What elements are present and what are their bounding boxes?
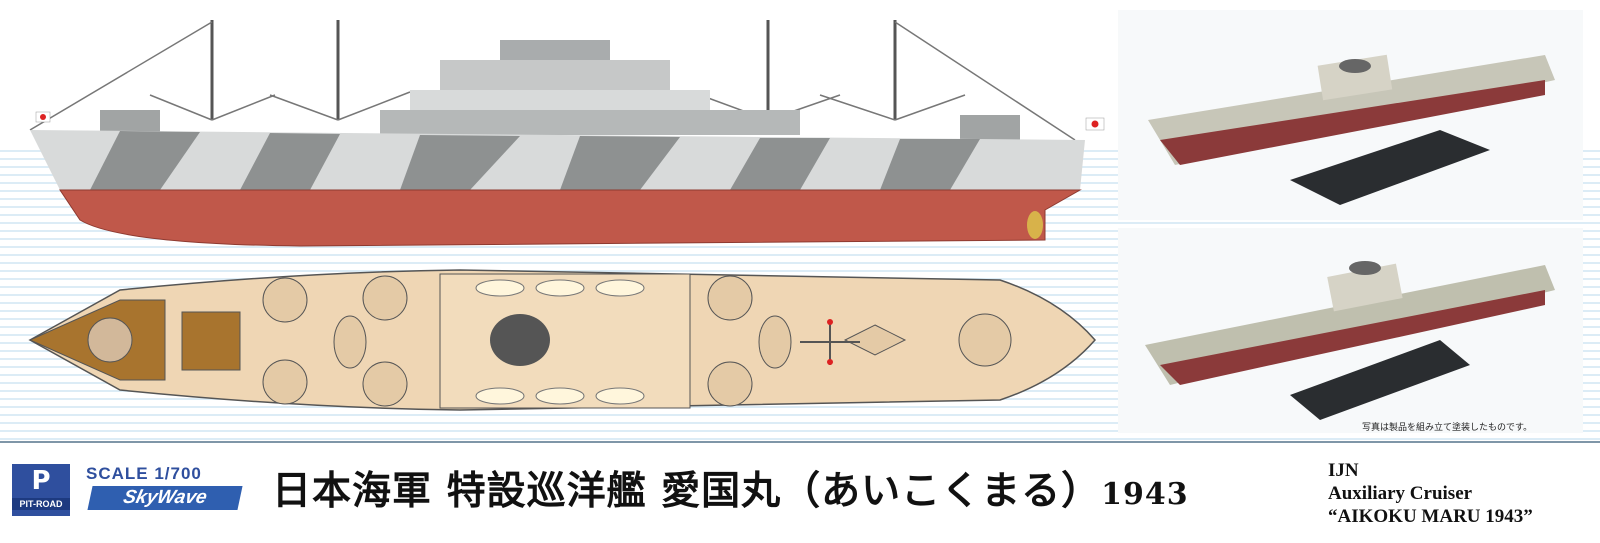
- ship-side-profile: [29, 20, 1105, 247]
- artwork: [28, 10, 1583, 433]
- superstructure: [100, 40, 1020, 143]
- scale-label: SCALE 1/700: [86, 464, 202, 483]
- model-superstructure-1: [1317, 54, 1393, 101]
- title-en-line2: Auxiliary Cruiser: [1328, 483, 1473, 504]
- ship-top-view: [28, 269, 1096, 411]
- display-stand-2: [1290, 340, 1470, 420]
- title-en-line1: IJN: [1328, 460, 1359, 481]
- seaplane-marking-1: [827, 319, 833, 325]
- lower-hull: [59, 189, 1082, 247]
- logo-mark: P: [31, 466, 51, 496]
- title-en-line3: “AIKOKU MARU 1943”: [1328, 506, 1533, 527]
- camouflage-pattern: [90, 131, 980, 190]
- seaplane: [800, 320, 860, 365]
- seaplane-marking-2: [827, 359, 833, 365]
- bow-flag-sun: [40, 114, 46, 120]
- model-lower-hull-2: [1160, 290, 1545, 385]
- model-lower-hull-1: [1160, 80, 1545, 165]
- product-title-en: IJN Auxiliary Cruiser “AIKOKU MARU 1943”: [1328, 459, 1533, 528]
- pit-road-logo: P PIT-ROAD: [12, 464, 70, 516]
- model-superstructure-2: [1327, 263, 1403, 312]
- model-funnel-1: [1339, 59, 1371, 73]
- funnel-top: [490, 314, 550, 366]
- model-photo-2: [1118, 228, 1583, 433]
- model-photo-1: [1118, 10, 1583, 220]
- title-bar: [0, 441, 1600, 543]
- model-funnel-2: [1349, 261, 1381, 275]
- derricks: [29, 21, 1076, 141]
- series-logo: SkyWave: [87, 486, 243, 510]
- bow-gun: [87, 317, 133, 363]
- deck-fittings: [262, 275, 1012, 407]
- title-jp-text: 日本海軍 特設巡洋艦 愛国丸（あいこくまる）: [272, 468, 1102, 514]
- lifeboats: [475, 279, 645, 405]
- display-stand-1: [1290, 130, 1490, 205]
- logo-text: PIT-ROAD: [12, 498, 70, 510]
- propeller: [1027, 211, 1043, 239]
- title-year: 1943: [1101, 477, 1189, 512]
- product-title-jp: 日本海軍 特設巡洋艦 愛国丸（あいこくまる）1943: [272, 460, 1189, 516]
- masts: [210, 20, 897, 120]
- photo-caption: 写真は製品を組み立て塗装したものです。: [1362, 423, 1533, 433]
- stern-flag-sun: [1091, 120, 1099, 128]
- forward-hatch: [181, 311, 241, 371]
